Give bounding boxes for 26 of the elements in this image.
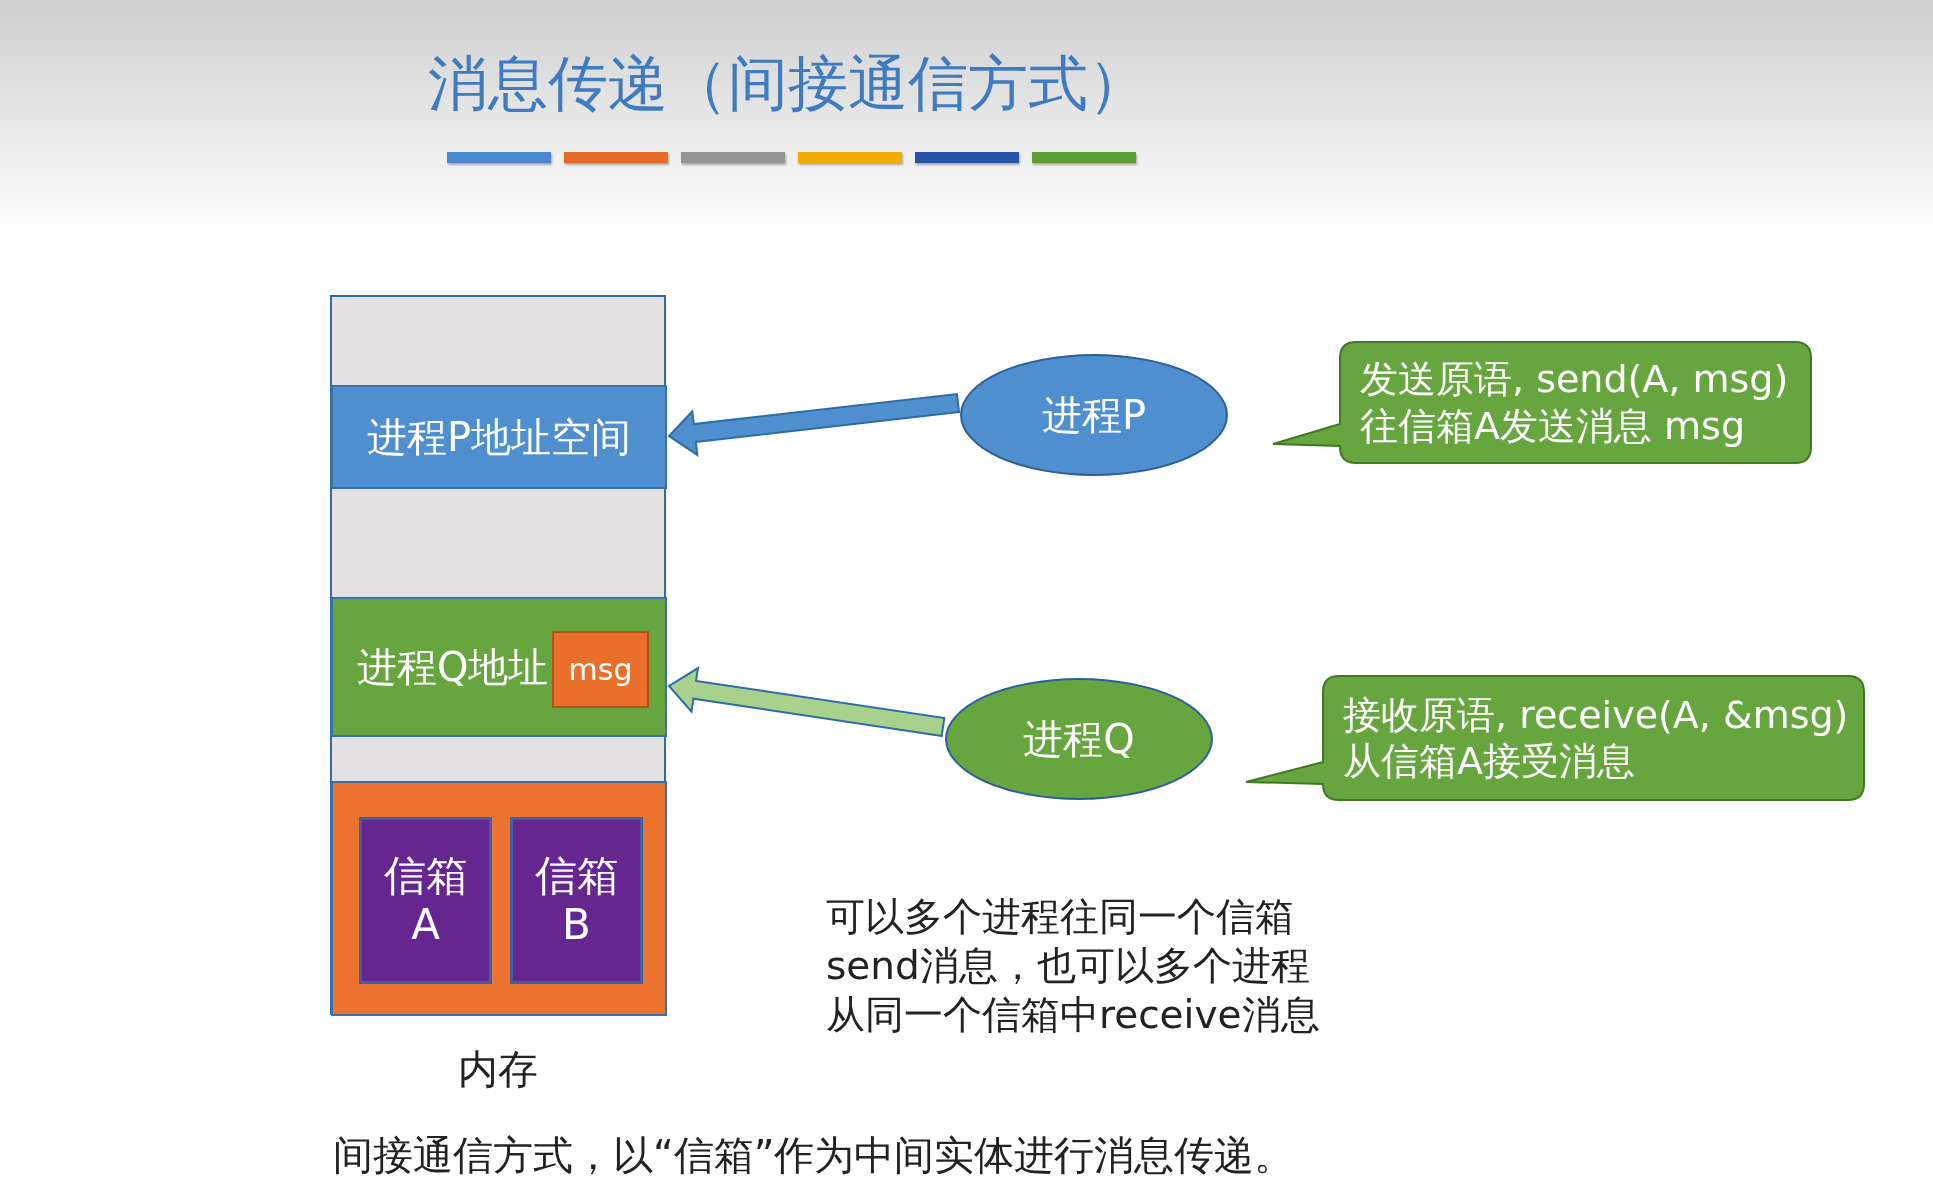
node-label: msg [568,652,633,687]
slide-title: 消息传递（间接通信方式） [428,47,1148,120]
memory-region [331,597,667,737]
message-box [552,631,649,708]
node-label: 进程Q [1023,714,1135,764]
mailbox-box [359,817,492,984]
node-label: 信箱A [382,852,469,949]
memory-region [331,385,667,489]
callout-text: 发送原语, send(A, msg) [1360,356,1789,403]
speech-callout [1272,341,1812,464]
node-label: 进程P地址空间 [366,412,632,462]
callout-text: 从信箱A接受消息 [1343,738,1636,785]
callout-text: 接收原语, receive(A, &msg) [1343,691,1849,738]
block-arrow [667,393,961,457]
memory-column [330,295,666,1015]
caption-text: 间接通信方式，以“信箱”作为中间实体进行消息传递。 [333,1131,1295,1180]
note-text: 可以多个进程往同一个信箱send消息，也可以多个进程从同一个信箱中receive消息 [826,893,1321,1039]
callout-text: 往信箱A发送消息 msg [1360,402,1746,449]
mailbox-box [510,817,643,984]
memory-region [331,781,667,1016]
speech-callout [1245,675,1865,801]
node-label: 进程Q地址 [357,642,549,692]
column-caption: 内存 [457,1045,539,1094]
node-label: 信箱B [533,852,620,949]
node-label: 进程P [1041,390,1147,440]
block-arrow [667,666,946,738]
